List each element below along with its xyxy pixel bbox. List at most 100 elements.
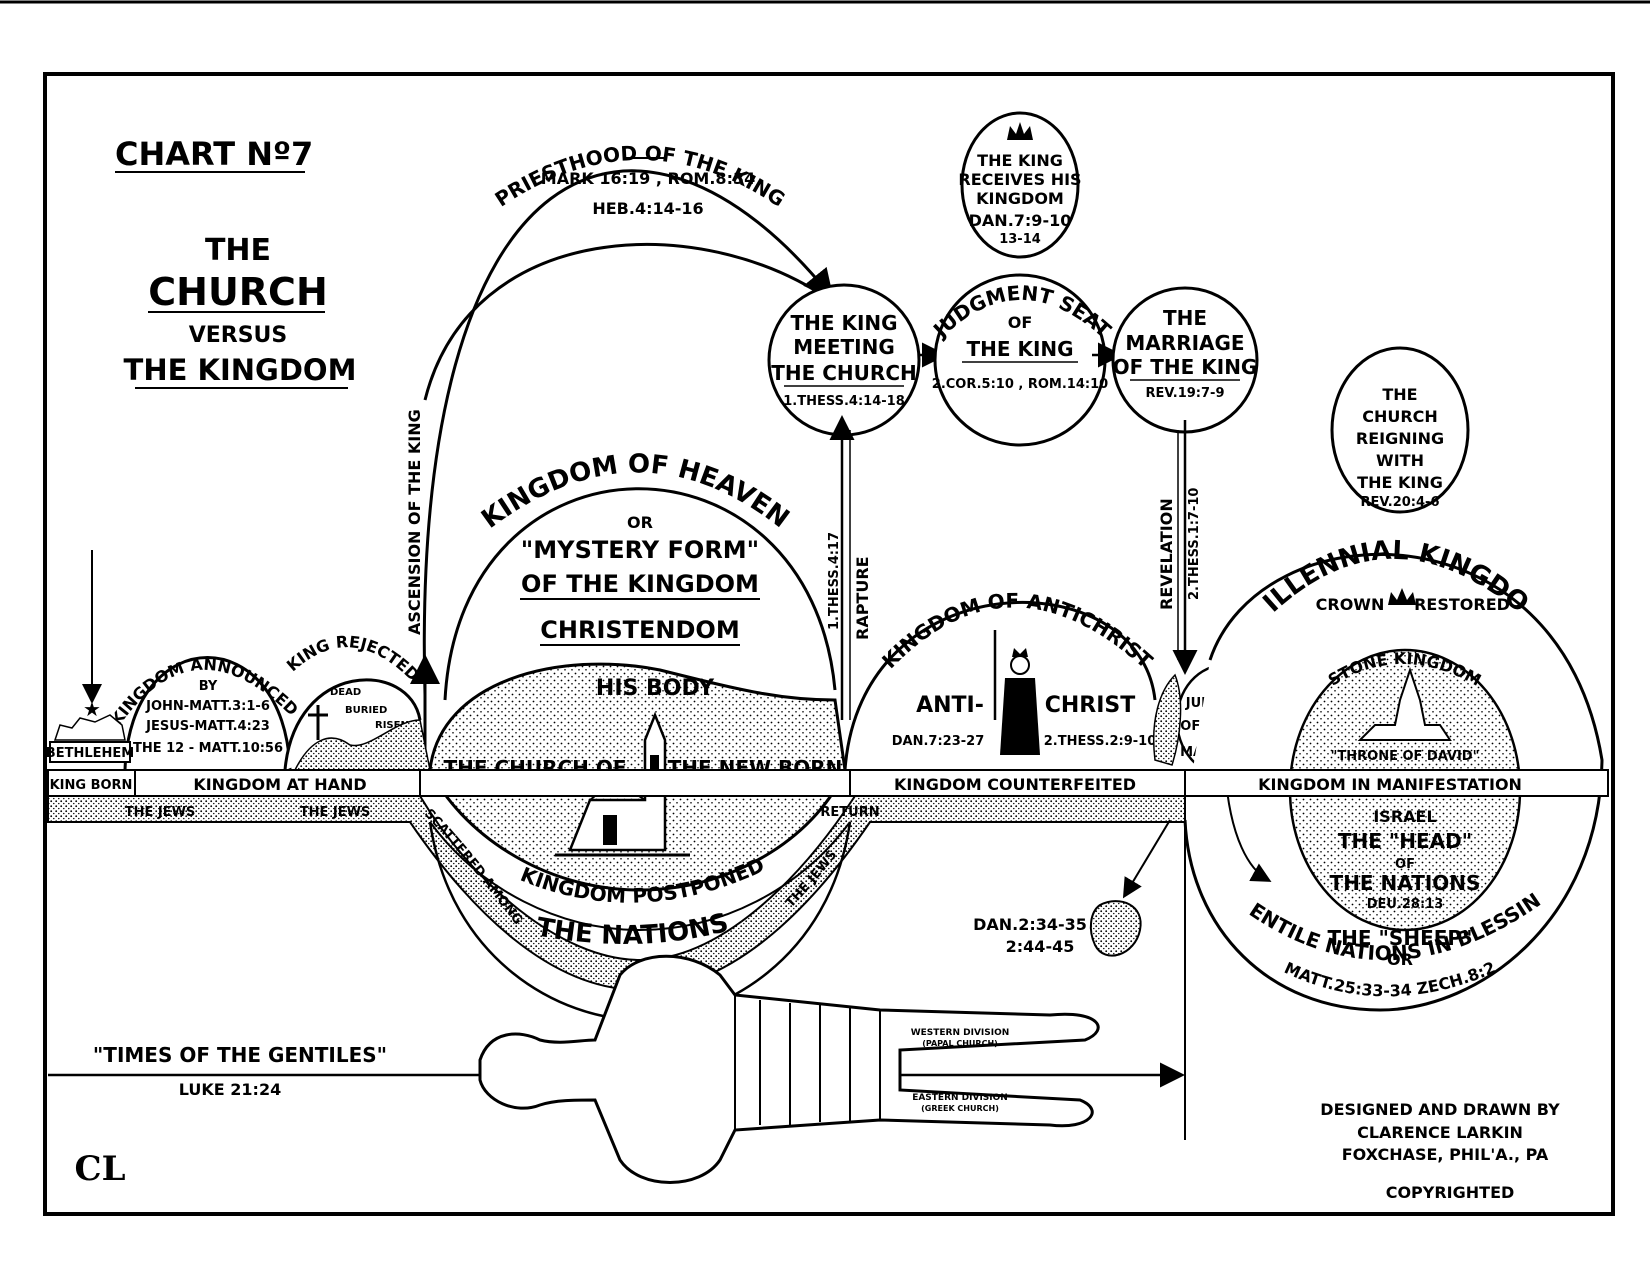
king-receives-l4: DAN.7:9-10 — [969, 211, 1072, 230]
king-meeting-l3: THE CHURCH — [771, 361, 916, 385]
antichrist-ref2: 2.THESS.2:9-10 — [1044, 734, 1156, 749]
sheep-or-label: OR — [1387, 950, 1413, 969]
title-versus: VERSUS — [189, 323, 288, 348]
bethlehem: ★ BETHLEHEM — [46, 550, 134, 763]
judgment-seat-ref: 2.COR.5:10 , ROM.14:10 — [932, 377, 1108, 392]
kingdom-band: KING BORN KINGDOM AT HAND KINGDOM COUNTE… — [47, 769, 1609, 797]
heaven-of-kingdom: OF THE KINGDOM — [521, 570, 759, 598]
king-meeting-l1: THE KING — [790, 311, 897, 335]
throne-icon — [1357, 666, 1452, 741]
crown-icon — [1007, 122, 1033, 140]
band-jews-2: THE JEWS — [300, 805, 371, 820]
announced-by: BY — [199, 679, 218, 694]
rejected-risen: RISEN — [375, 720, 409, 731]
priesthood-ref-1: MARK 16:19 , ROM.8:34 — [541, 169, 755, 188]
ascension-label: ASCENSION OF THE KING — [405, 409, 424, 635]
dan-references: DAN.2:34-35 2:44-45 — [973, 819, 1171, 957]
band-king-born: KING BORN — [50, 778, 133, 793]
statue-west: WESTERN DIVISION — [911, 1028, 1010, 1038]
christendom: CHRISTENDOM — [540, 616, 739, 644]
king-receives-l1: THE KING — [977, 151, 1063, 170]
dan-ref-2: 2:44-45 — [1006, 937, 1075, 956]
credits: DESIGNED AND DRAWN BY CLARENCE LARKIN FO… — [1320, 1100, 1560, 1202]
heaven-or: OR — [627, 513, 653, 532]
title-church: CHURCH — [148, 270, 328, 314]
reigning-ref: REV.20:4-6 — [1361, 495, 1440, 510]
throne-label: "THRONE OF DAVID" — [1331, 749, 1480, 764]
millennial-crown: CROWN — [1316, 595, 1385, 614]
rejected-buried: BURIED — [345, 705, 387, 716]
marriage-of-king: THE MARRIAGE OF THE KING REV.19:7-9 — [1111, 286, 1259, 434]
king-meeting-ref: 1.THESS.4:14-18 — [783, 394, 905, 409]
statue-west-sub: (PAPAL CHURCH) — [922, 1039, 998, 1048]
king-receives-l5: 13-14 — [999, 232, 1041, 247]
reigning-l2: CHURCH — [1362, 407, 1438, 426]
credit-l2: CLARENCE LARKIN — [1357, 1123, 1523, 1142]
antichrist-figure-icon — [993, 630, 1040, 755]
stone-mount-icon — [1152, 673, 1182, 766]
antichrist-ref1: DAN.7:23-27 — [892, 734, 985, 749]
israel-label: ISRAEL — [1373, 807, 1436, 826]
band-at-hand: KINGDOM AT HAND — [193, 775, 366, 794]
gentiles-ref: LUKE 21:24 — [179, 1080, 281, 1099]
kingdom-of-heaven: KINGDOM OF HEAVEN OR "MYSTERY FORM" OF T… — [443, 449, 837, 701]
band-manifestation: KINGDOM IN MANIFESTATION — [1258, 775, 1522, 794]
marriage-ref: REV.19:7-9 — [1146, 386, 1225, 401]
tomb-hills — [293, 719, 431, 771]
band-counterfeited: KINGDOM COUNTERFEITED — [894, 775, 1136, 794]
announced-l3: THE 12 - MATT.10:56 — [133, 741, 283, 756]
cross-icon — [308, 705, 328, 740]
rejected-arc: KING REJECTED — [283, 632, 423, 685]
marriage-l1: THE — [1163, 306, 1207, 330]
statue-east-sub: (GREEK CHURCH) — [921, 1104, 999, 1113]
bethlehem-label: BETHLEHEM — [46, 746, 134, 761]
band-jews-1: THE JEWS — [125, 805, 196, 820]
gentiles-title: "TIMES OF THE GENTILES" — [93, 1043, 387, 1067]
church-reigning: THE CHURCH REIGNING WITH THE KING REV.20… — [1330, 346, 1470, 514]
judgment-seat-king: THE KING — [966, 337, 1073, 361]
chart-number: CHART Nº7 — [115, 135, 313, 173]
reigning-l3: REIGNING — [1356, 429, 1444, 448]
title-the: THE — [205, 233, 271, 268]
judgment-seat: JUDGMENT SEAT OF THE KING 2.COR.5:10 , R… — [927, 273, 1116, 447]
millennial-restored: RESTORED — [1414, 595, 1510, 614]
times-of-gentiles: "TIMES OF THE GENTILES" LUKE 21:24 — [48, 796, 1186, 1140]
monogram-logo: CL — [75, 1149, 126, 1189]
king-receives-l2: RECEIVES HIS — [958, 170, 1081, 189]
revelation-line: REVELATION 2.THESS.1:7-10 — [1157, 420, 1202, 675]
statue-east: EASTERN DIVISION — [912, 1093, 1008, 1103]
king-receives-l3: KINGDOM — [976, 189, 1064, 208]
antichrist-christ: CHRIST — [1045, 693, 1136, 718]
revelation-label: REVELATION — [1157, 498, 1176, 610]
credit-l4: COPYRIGHTED — [1386, 1183, 1515, 1202]
chart-border — [43, 72, 1615, 1216]
king-meeting-church: THE KING MEETING THE CHURCH 1.THESS.4:14… — [767, 283, 921, 437]
kingdom-antichrist: KINGDOM OF ANTICHRIST ANTI- CHRIST DAN.7… — [843, 588, 1158, 771]
deu-label: DEU.28:13 — [1367, 897, 1444, 912]
title-kingdom: THE KINGDOM — [124, 353, 357, 387]
his-body-label: HIS BODY — [596, 676, 715, 701]
kingdom-announced: KINGDOM ANNOUNCED BY JOHN-MATT.3:1-6 JES… — [107, 655, 302, 771]
reigning-l4: WITH — [1376, 451, 1424, 470]
king-rejected: KING REJECTED DEAD BURIED RISEN — [283, 632, 431, 771]
antichrist-anti: ANTI- — [916, 693, 984, 718]
rapture-line: 1.THESS.4:17 RAPTURE — [827, 415, 872, 720]
crown-icon — [1388, 588, 1416, 605]
rapture-label: RAPTURE — [853, 556, 872, 640]
star-icon: ★ — [83, 697, 101, 721]
title-block: CHART Nº7 THE CHURCH VERSUS THE KINGDOM — [115, 135, 357, 389]
announced-l2: JESUS-MATT.4:23 — [145, 719, 270, 734]
priesthood-ref-2: HEB.4:14-16 — [592, 199, 703, 218]
dan-ref-1: DAN.2:34-35 — [973, 915, 1087, 934]
reigning-l5: THE KING — [1357, 473, 1443, 492]
the-head-label: THE "HEAD" — [1338, 829, 1472, 853]
king-receives-kingdom: THE KING RECEIVES HIS KINGDOM DAN.7:9-10… — [958, 111, 1082, 259]
judgment-seat-of: OF — [1008, 313, 1033, 332]
marriage-l2: MARRIAGE — [1125, 331, 1244, 355]
credit-l3: FOXCHASE, PHIL'A., PA — [1342, 1145, 1549, 1164]
stone-icon — [1089, 900, 1142, 957]
rejected-dead: DEAD — [330, 687, 361, 698]
rapture-ref: 1.THESS.4:17 — [827, 532, 842, 630]
band-return: RETURN — [820, 805, 879, 820]
